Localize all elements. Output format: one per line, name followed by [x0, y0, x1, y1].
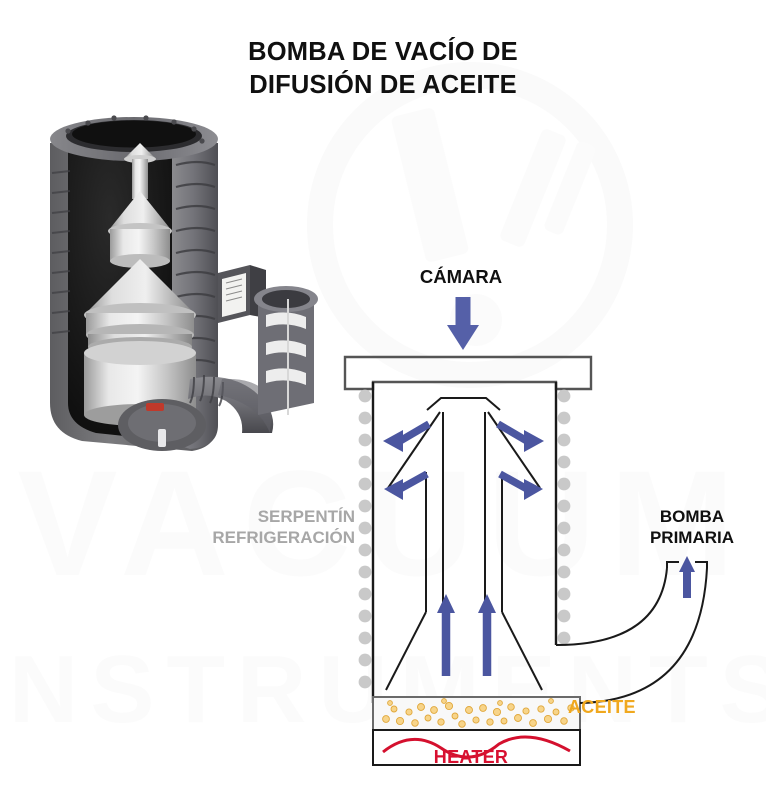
- jet-spray-arrow-lower-left: [384, 470, 429, 500]
- label-cooling-coil-line-2: REFRIGERACIÓN: [212, 528, 355, 548]
- boiler-riser-arrow-left: [437, 594, 455, 676]
- inlet-flange: [343, 355, 593, 391]
- jet-assembly-stack: [84, 143, 196, 426]
- diffusion-pump-render: [50, 115, 318, 451]
- pump-base-housing: [118, 399, 206, 451]
- diffusion-pump-photo: [22, 103, 340, 463]
- electrical-junction-box: [218, 265, 266, 323]
- chamber-inlet-arrow: [447, 297, 479, 350]
- oil-layer: [372, 696, 581, 731]
- pump-inlet-flange: [50, 115, 218, 161]
- label-heater: HEATER: [433, 747, 509, 767]
- flow-arrows: [383, 297, 695, 676]
- label-oil: ACEITE: [568, 697, 636, 717]
- jet-spray-arrow-lower-right: [498, 470, 543, 500]
- foreline-baffle: [254, 286, 318, 415]
- label-chamber: CÁMARA: [419, 266, 503, 287]
- jet-spray-arrow-upper-right: [496, 420, 544, 452]
- label-cooling-coil-line-1: SERPENTÍN: [257, 507, 355, 526]
- boiler-riser-arrow-right: [478, 594, 496, 676]
- jet-assembly: [385, 397, 543, 691]
- label-primary-pump-line-2: PRIMARIA: [649, 528, 735, 548]
- foreline-outlet-arrow: [679, 556, 695, 598]
- label-primary-pump: BOMBA PRIMARIA: [618, 506, 766, 549]
- cooling-coil: [358, 389, 571, 689]
- foreline-elbow-pipe: [555, 561, 708, 704]
- page-title-line-1: BOMBA DE VACÍO DE: [248, 38, 518, 66]
- jet-spray-arrow-upper-left: [383, 420, 431, 452]
- page-title: BOMBA DE VACÍO DE DIFUSIÓN DE ACEITE: [183, 36, 583, 102]
- label-cooling-coil: SERPENTÍN REFRIGERACIÓN: [140, 506, 355, 549]
- label-primary-pump-line-1: BOMBA: [659, 507, 725, 526]
- heater-element: [372, 729, 581, 766]
- page-title-line-2: DIFUSIÓN DE ACEITE: [249, 71, 517, 100]
